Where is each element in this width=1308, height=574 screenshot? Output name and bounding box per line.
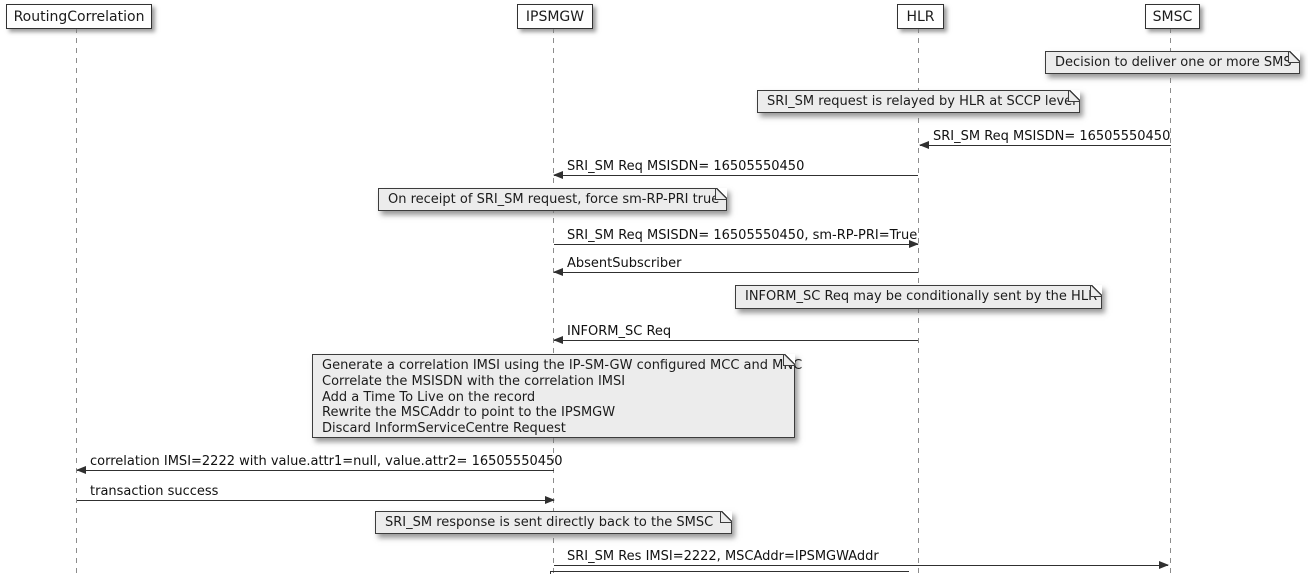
arrowhead-right-icon xyxy=(909,240,919,248)
message-correlation-imsi: correlation IMSI=2222 with value.attr1=n… xyxy=(76,454,563,474)
note-fold-icon xyxy=(783,354,795,366)
participant-hlr: HLR xyxy=(897,4,944,29)
lifeline-routingcorrelation xyxy=(76,28,77,574)
note-text: SRI_SM request is relayed by HLR at SCCP… xyxy=(767,94,1076,109)
message-label: INFORM_SC Req xyxy=(567,324,672,339)
participant-smsc: SMSC xyxy=(1145,4,1200,29)
note-fold-icon xyxy=(720,511,732,523)
message-srism-req-smsc-hlr: SRI_SM Req MSISDN= 16505550450 xyxy=(919,129,1171,149)
note-text: SRI_SM response is sent directly back to… xyxy=(385,515,714,530)
message-informsc-req: INFORM_SC Req xyxy=(553,324,918,344)
arrowhead-left-icon xyxy=(919,141,929,149)
cropped-bottom-element xyxy=(550,571,909,574)
lifeline-smsc xyxy=(1170,28,1171,574)
lifeline-ipsmgw xyxy=(553,28,554,574)
note-text: Decision to deliver one or more SMS xyxy=(1055,55,1292,70)
participant-routingcorrelation: RoutingCorrelation xyxy=(6,4,152,29)
arrowhead-left-icon xyxy=(553,171,563,179)
message-label: transaction success xyxy=(90,484,219,499)
message-label: SRI_SM Req MSISDN= 16505550450 xyxy=(933,129,1171,144)
message-transaction-success: transaction success xyxy=(77,484,555,504)
note-fold-icon xyxy=(1090,285,1102,297)
note-fold-icon xyxy=(715,188,727,200)
note-text-line: Correlate the MSISDN with the correlatio… xyxy=(322,373,626,389)
note-informsc-conditional: INFORM_SC Req may be conditionally sent … xyxy=(735,285,1102,309)
note-text: On receipt of SRI_SM request, force sm-R… xyxy=(388,192,720,207)
note-text: INFORM_SC Req may be conditionally sent … xyxy=(745,289,1098,304)
participant-label: RoutingCorrelation xyxy=(13,8,145,25)
message-srism-res: SRI_SM Res IMSI=2222, MSCAddr=IPSMGWAddr xyxy=(554,549,1169,569)
note-force-smrppri: On receipt of SRI_SM request, force sm-R… xyxy=(378,188,727,211)
note-fold-icon xyxy=(1288,51,1300,63)
arrowhead-left-icon xyxy=(76,466,86,474)
note-fold-icon xyxy=(1068,90,1080,102)
message-label: AbsentSubscriber xyxy=(567,256,682,271)
note-text-line: Discard InformServiceCentre Request xyxy=(322,421,566,437)
note-text-line: Add a Time To Live on the record xyxy=(322,389,536,405)
message-absentsubscriber: AbsentSubscriber xyxy=(553,256,918,276)
message-label: SRI_SM Req MSISDN= 16505550450 xyxy=(567,159,805,174)
participant-ipsmgw: IPSMGW xyxy=(517,4,593,29)
note-text-line: Rewrite the MSCAddr to point to the IPSM… xyxy=(322,405,616,421)
message-srism-req-smrppri: SRI_SM Req MSISDN= 16505550450, sm-RP-PR… xyxy=(554,228,919,248)
message-label: SRI_SM Res IMSI=2222, MSCAddr=IPSMGWAddr xyxy=(567,549,879,564)
arrowhead-left-icon xyxy=(553,268,563,276)
participant-label: HLR xyxy=(906,8,935,25)
arrowhead-right-icon xyxy=(545,496,555,504)
participant-label: SMSC xyxy=(1152,8,1193,25)
note-srism-relayed-sccp: SRI_SM request is relayed by HLR at SCCP… xyxy=(757,90,1080,113)
message-label: correlation IMSI=2222 with value.attr1=n… xyxy=(90,454,563,469)
note-correlation-processing: Generate a correlation IMSI using the IP… xyxy=(312,354,803,438)
arrowhead-right-icon xyxy=(1159,561,1169,569)
participant-label: IPSMGW xyxy=(525,8,585,25)
note-decision-deliver-sms: Decision to deliver one or more SMS xyxy=(1045,51,1300,74)
note-srism-response-direct: SRI_SM response is sent directly back to… xyxy=(375,511,732,534)
message-srism-req-hlr-ipsmgw: SRI_SM Req MSISDN= 16505550450 xyxy=(553,159,918,179)
message-label: SRI_SM Req MSISDN= 16505550450, sm-RP-PR… xyxy=(567,228,918,243)
note-text-line: Generate a correlation IMSI using the IP… xyxy=(322,358,803,373)
arrowhead-left-icon xyxy=(553,336,563,344)
